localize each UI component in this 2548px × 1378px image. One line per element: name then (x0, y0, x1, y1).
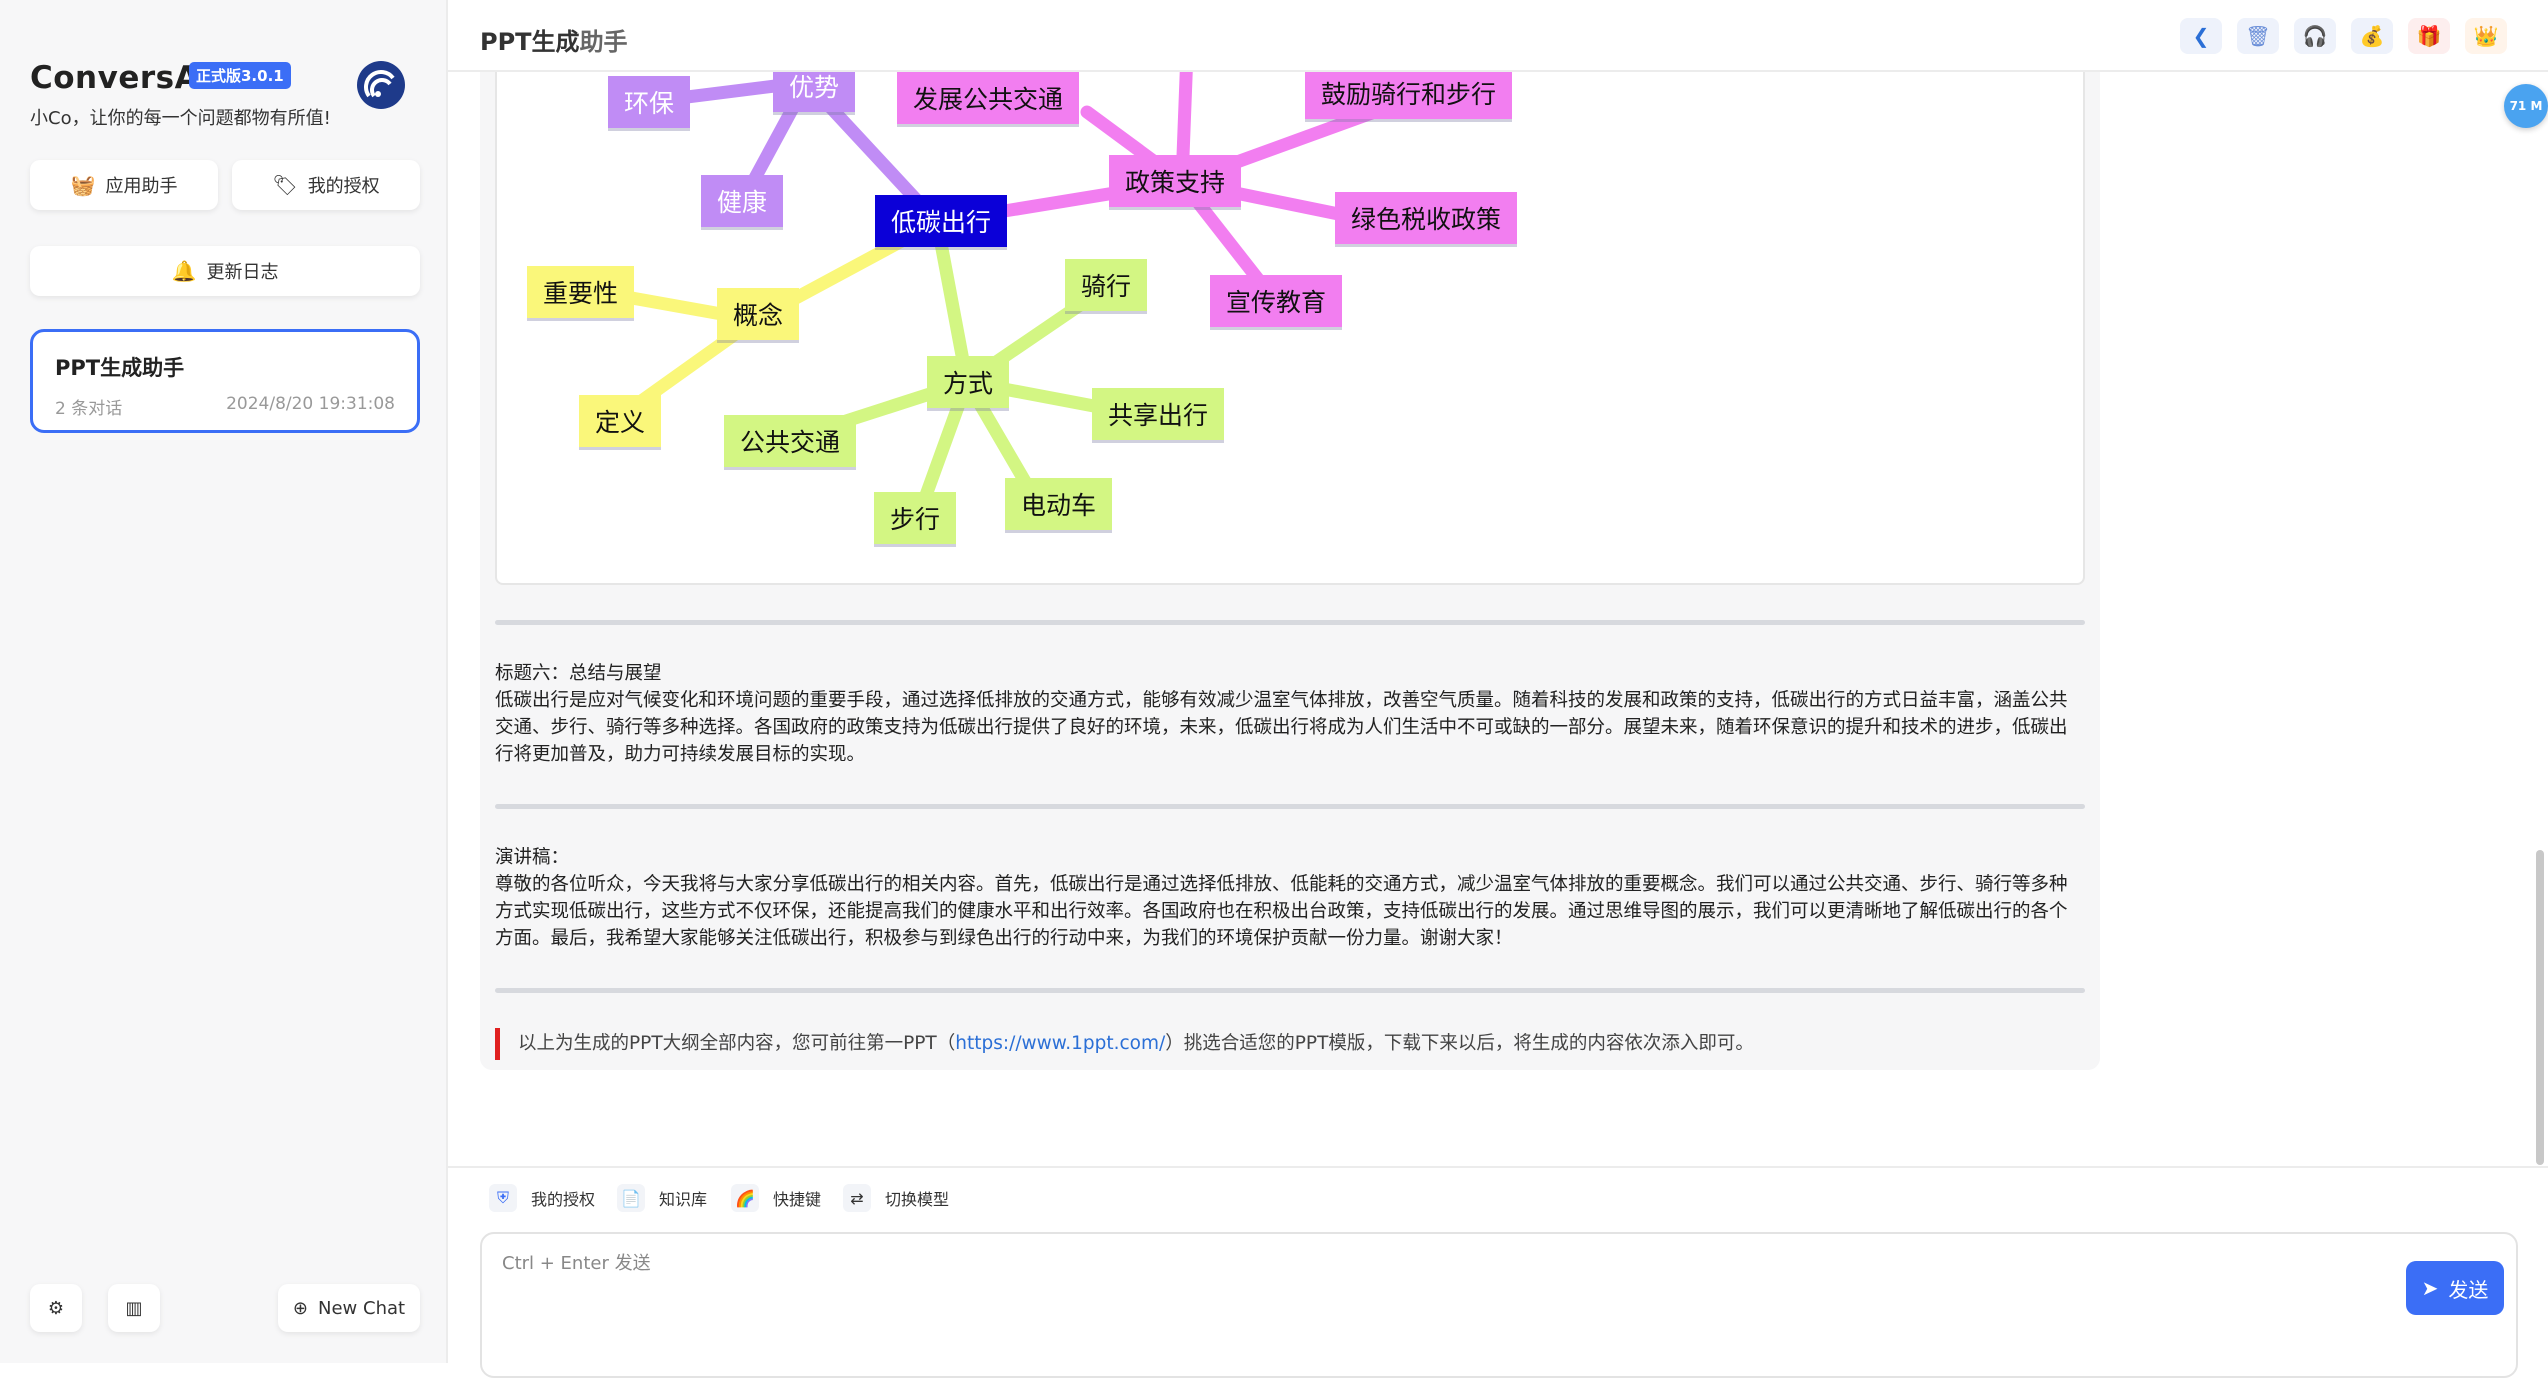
gift-button[interactable]: 🎁 (2408, 18, 2450, 54)
node-youshi[interactable]: 优势 (773, 72, 856, 112)
page-title: PPT生成助手 (480, 22, 628, 57)
changelog-button[interactable]: 🔔 更新日志 (30, 246, 420, 296)
tag-icon: 🏷 (272, 173, 298, 197)
vip-button[interactable]: 👑 (2465, 18, 2507, 54)
mind-map: 环保 优势 健康 低碳出行 发展公共交通 政策支持 鼓励骑行和步行 绿色税收政策… (495, 72, 2085, 585)
node-guli[interactable]: 鼓励骑行和步行 (1305, 72, 1513, 119)
gear-icon: ⚙ (47, 1297, 65, 1319)
sidebar: ConversAI 正式版3.0.1 小Co，让你的每一个问题都物有所值! 🧺 … (0, 0, 448, 1363)
node-dingyi[interactable]: 定义 (579, 395, 662, 447)
node-diandong[interactable]: 电动车 (1005, 478, 1113, 530)
page-title-light: 助手 (579, 28, 628, 56)
model-icon: ⇄ (843, 1184, 871, 1212)
section-speech-body: 尊敬的各位听众，今天我将与大家分享低碳出行的相关内容。首先，低碳出行是通过选择低… (495, 874, 2068, 949)
node-fazhan[interactable]: 发展公共交通 (897, 72, 1080, 124)
delete-button[interactable]: 🗑 (2237, 18, 2279, 54)
gift-icon: 🎁 (2416, 24, 2442, 48)
node-lvse[interactable]: 绿色税收政策 (1335, 192, 1518, 244)
bell-icon: 🔔 (171, 259, 197, 283)
node-buxing[interactable]: 步行 (874, 492, 957, 544)
message-input[interactable] (480, 1232, 2518, 1378)
money-bag-icon: 💰 (2359, 24, 2385, 48)
page-title-main: PPT生成 (480, 28, 580, 56)
tool-switch-model[interactable]: ⇄ 切换模型 (843, 1180, 949, 1216)
section-speech-title: 演讲稿： (495, 847, 570, 868)
node-jiankang[interactable]: 健康 (701, 175, 784, 227)
trash-icon: 🗑 (2245, 24, 2271, 48)
dashboard-button[interactable]: ▥ (108, 1284, 160, 1332)
chat-header: PPT生成助手 ❮ 🗑 🎧 💰 🎁 👑 (448, 0, 2548, 72)
note-text-after: ）挑选合适您的PPT模版，下载下来以后，将生成的内容依次添入即可。 (1165, 1033, 1754, 1054)
section-summary-title: 标题六：总结与展望 (495, 663, 662, 684)
chat-item-title: PPT生成助手 (55, 356, 185, 380)
node-gongxiang[interactable]: 共享出行 (1092, 388, 1225, 440)
divider (495, 988, 2085, 993)
section-speech: 演讲稿： 尊敬的各位听众，今天我将与大家分享低碳出行的相关内容。首先，低碳出行是… (495, 844, 2085, 952)
license-button-label: 我的授权 (307, 176, 380, 197)
apps-button[interactable]: 🧺 应用助手 (30, 160, 218, 210)
tool-license[interactable]: ⛨ 我的授权 (489, 1180, 595, 1216)
tool-shortcuts-label: 快捷键 (773, 1190, 822, 1209)
tool-switch-model-label: 切换模型 (885, 1190, 950, 1209)
tool-shortcuts[interactable]: 🌈 快捷键 (731, 1180, 821, 1216)
brand-title: ConversAI (30, 60, 212, 96)
brand-logo-icon (357, 61, 405, 109)
node-zhongyao[interactable]: 重要性 (527, 266, 635, 318)
ppt-link[interactable]: https://www.1ppt.com/ (955, 1033, 1166, 1054)
rainbow-icon: 🌈 (731, 1184, 759, 1212)
section-summary-body: 低碳出行是应对气候变化和环境问题的重要手段，通过选择低排放的交通方式，能够有效减… (495, 690, 2068, 765)
apps-button-label: 应用助手 (105, 176, 178, 197)
book-icon: 📄 (617, 1184, 645, 1212)
support-button[interactable]: 🎧 (2294, 18, 2336, 54)
chevron-left-icon: ❮ (2192, 24, 2210, 48)
memory-badge[interactable]: 71 M (2504, 84, 2548, 128)
tool-knowledge-label: 知识库 (659, 1190, 708, 1209)
message-input-placeholder: Ctrl + Enter 发送 (502, 1253, 651, 1274)
node-gonggong[interactable]: 公共交通 (724, 415, 857, 467)
new-chat-button[interactable]: ⊕ New Chat (278, 1284, 420, 1332)
note-text-before: 以上为生成的PPT大纲全部内容，您可前往第一PPT（ (518, 1033, 956, 1054)
changelog-button-label: 更新日志 (206, 262, 279, 283)
scrollbar[interactable] (2536, 850, 2544, 1165)
node-qixing[interactable]: 骑行 (1065, 259, 1148, 311)
tool-knowledge[interactable]: 📄 知识库 (617, 1180, 707, 1216)
chat-item-ppt[interactable]: PPT生成助手 2 条对话 2024/8/20 19:31:08 (30, 329, 420, 433)
license-button[interactable]: 🏷 我的授权 (232, 160, 420, 210)
paper-plane-icon: ➤ (2421, 1276, 2439, 1300)
settings-button[interactable]: ⚙ (30, 1284, 82, 1332)
basket-icon: 🧺 (70, 173, 96, 197)
version-badge: 正式版3.0.1 (189, 62, 291, 89)
divider (495, 620, 2085, 625)
node-center[interactable]: 低碳出行 (875, 195, 1008, 247)
node-fangshi[interactable]: 方式 (927, 356, 1010, 408)
headset-icon: 🎧 (2302, 24, 2328, 48)
section-summary: 标题六：总结与展望 低碳出行是应对气候变化和环境问题的重要手段，通过选择低排放的… (495, 660, 2085, 768)
crown-icon: 👑 (2473, 24, 2499, 48)
brand-tagline: 小Co，让你的每一个问题都物有所值! (30, 108, 331, 129)
shield-check-icon: ⛨ (489, 1184, 517, 1212)
tool-license-label: 我的授权 (531, 1190, 596, 1209)
send-button[interactable]: ➤ 发送 (2406, 1261, 2504, 1315)
divider (495, 804, 2085, 809)
ppt-note: 以上为生成的PPT大纲全部内容，您可前往第一PPT（https://www.1p… (495, 1028, 1754, 1060)
back-button[interactable]: ❮ (2180, 18, 2222, 54)
plus-circle-icon: ⊕ (292, 1297, 309, 1319)
chat-item-count: 2 条对话 (55, 399, 123, 419)
node-gainian[interactable]: 概念 (717, 288, 800, 340)
node-xuanchuan[interactable]: 宣传教育 (1210, 275, 1343, 327)
chat-item-time: 2024/8/20 19:31:08 (226, 394, 395, 414)
chart-icon: ▥ (125, 1297, 143, 1319)
node-huanbao[interactable]: 环保 (608, 76, 691, 128)
node-zhengce[interactable]: 政策支持 (1109, 155, 1242, 207)
new-chat-label: New Chat (318, 1297, 406, 1319)
send-button-label: 发送 (2448, 1277, 2489, 1302)
wallet-button[interactable]: 💰 (2351, 18, 2393, 54)
